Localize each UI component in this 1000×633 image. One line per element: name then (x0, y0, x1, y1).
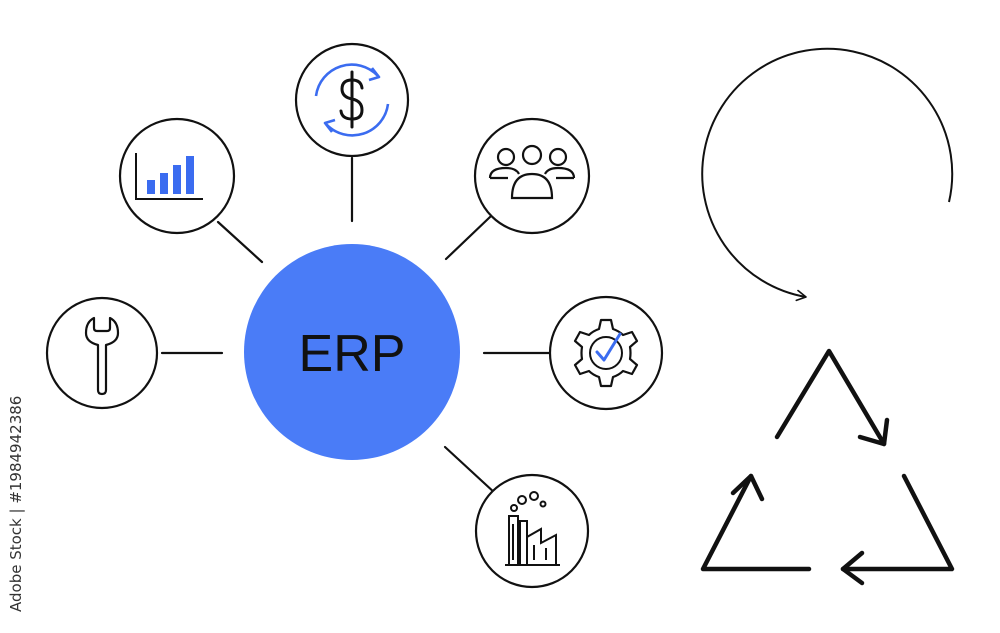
connector-factory (443, 445, 498, 496)
hub-label: ERP (299, 325, 406, 383)
dollar-node (294, 42, 410, 158)
bar-chart-icon (135, 153, 203, 200)
connector-chart (216, 220, 264, 264)
wrench-icon (84, 316, 120, 396)
circular-arrow-icon (701, 47, 954, 302)
recycle-triangle-icon (700, 348, 955, 586)
team-node (473, 117, 591, 235)
team-icon (488, 144, 576, 200)
connectors (160, 156, 551, 496)
watermark-side-text: Adobe Stock | #1984942386 (7, 395, 25, 612)
gear-check-icon (573, 318, 639, 388)
factory-node (474, 473, 590, 589)
erp-hub-circle (244, 244, 460, 460)
wrench-node (45, 296, 159, 410)
gear-node (548, 295, 664, 411)
factory-icon (505, 491, 560, 566)
dollar-exchange-icon (314, 63, 390, 137)
bar-chart-node (118, 117, 236, 235)
connector-team (444, 215, 492, 261)
